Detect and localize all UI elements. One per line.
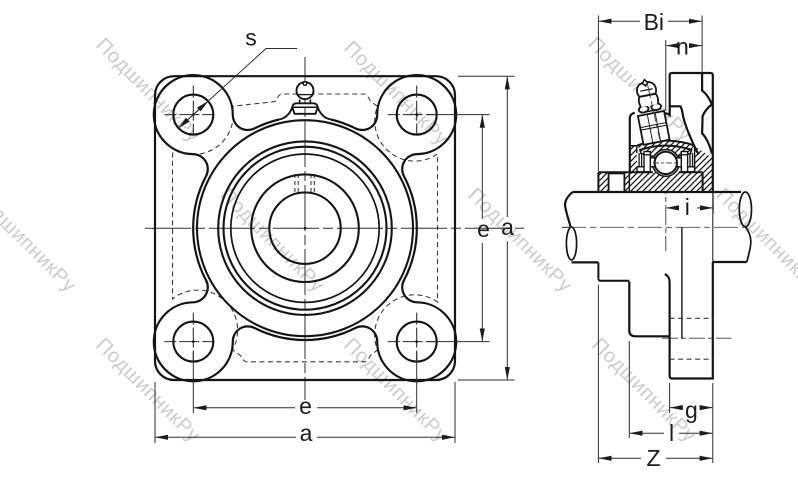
svg-text:a: a — [300, 420, 313, 446]
svg-text:s: s — [245, 25, 257, 51]
svg-text:i: i — [685, 194, 690, 220]
svg-text:n: n — [676, 34, 689, 60]
svg-text:e: e — [299, 393, 312, 419]
svg-text:ПодшипникРу: ПодшипникРу — [91, 334, 204, 447]
svg-text:Z: Z — [646, 445, 660, 471]
svg-text:a: a — [501, 214, 514, 240]
svg-text:e: e — [477, 216, 490, 242]
svg-text:Bi: Bi — [644, 9, 664, 35]
svg-text:g: g — [685, 397, 698, 423]
svg-text:ПодшипникРу: ПодшипникРу — [91, 34, 204, 147]
svg-text:ПодшипникРу: ПодшипникРу — [0, 184, 81, 297]
svg-text:l: l — [669, 420, 674, 446]
svg-text:ПодшипникРу: ПодшипникРу — [711, 184, 798, 297]
svg-text:ПодшипникРу: ПодшипникРу — [587, 334, 700, 447]
